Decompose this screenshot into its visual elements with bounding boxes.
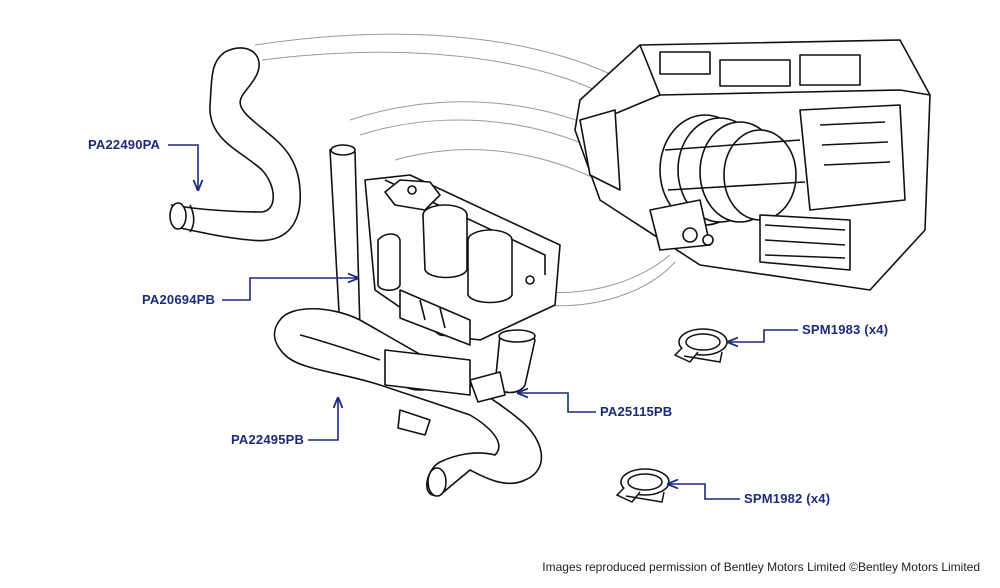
hose-pa22490pa — [169, 47, 301, 242]
label-spm1982[interactable]: SPM1982 (x4) — [744, 491, 831, 506]
leader-pa20694pb — [222, 278, 358, 301]
leader-pa25115pb — [518, 393, 596, 413]
label-pa22490pa[interactable]: PA22490PA — [88, 137, 161, 152]
leader-spm1983 — [728, 329, 798, 342]
clip-spm1983 — [673, 328, 728, 363]
copyright-credit: Images reproduced permission of Bentley … — [542, 560, 980, 574]
valve-assembly — [364, 174, 561, 436]
label-spm1983[interactable]: SPM1983 (x4) — [802, 322, 889, 337]
label-pa20694pb[interactable]: PA20694PB — [142, 292, 216, 307]
clip-spm1982 — [615, 468, 670, 503]
leader-pa22495pb — [308, 398, 338, 441]
label-pa25115pb[interactable]: PA25115PB — [600, 404, 673, 419]
hvac-unit — [574, 39, 931, 291]
label-pa22495pb[interactable]: PA22495PB — [231, 432, 305, 447]
leader-lines — [168, 144, 798, 500]
leader-spm1982 — [668, 484, 740, 500]
hose-pa20694pb — [329, 144, 361, 343]
leader-pa22490pa — [168, 144, 198, 190]
